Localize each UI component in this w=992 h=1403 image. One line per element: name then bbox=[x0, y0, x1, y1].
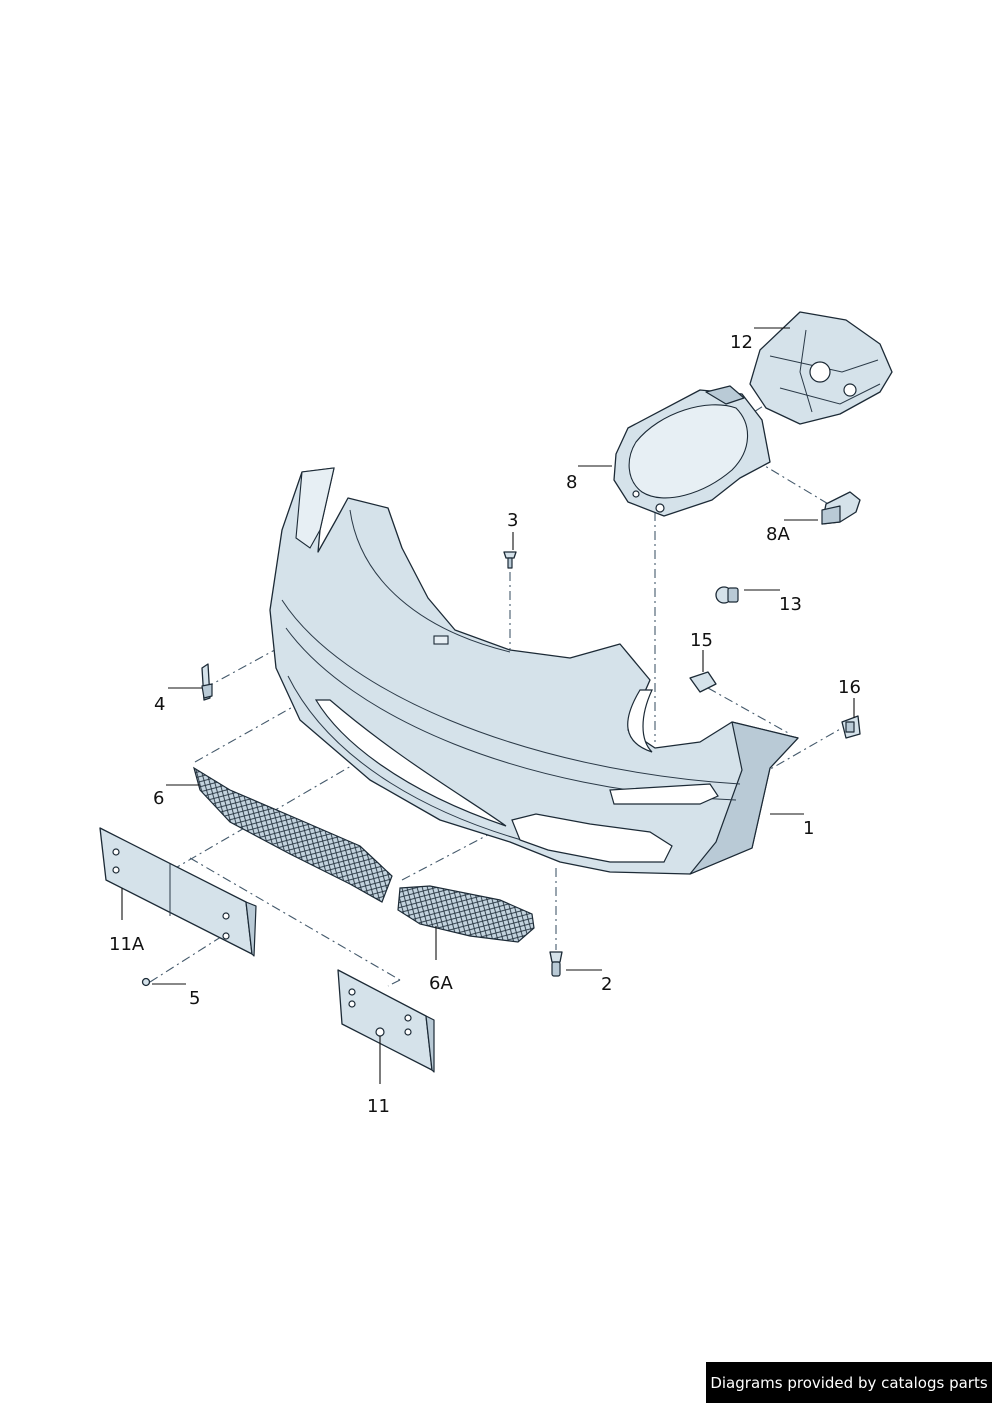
part-4-bracket bbox=[201, 663, 213, 701]
callout-6a: 6A bbox=[429, 973, 453, 994]
callout-12: 12 bbox=[730, 332, 753, 353]
callout-1: 1 bbox=[803, 818, 814, 839]
part-5-screw bbox=[141, 977, 151, 987]
callout-16: 16 bbox=[838, 677, 861, 698]
bumper-cover bbox=[269, 467, 799, 875]
callout-8a: 8A bbox=[766, 524, 790, 545]
callout-6: 6 bbox=[153, 788, 164, 809]
part-8a bbox=[821, 491, 861, 525]
part-6a-side-grille bbox=[397, 885, 535, 943]
callout-2: 2 bbox=[601, 974, 612, 995]
headlight-housing bbox=[613, 385, 771, 517]
headlight-bracket bbox=[749, 311, 893, 425]
part-15-nut bbox=[689, 671, 717, 693]
callout-15: 15 bbox=[690, 630, 713, 651]
footer-credit-text: Diagrams provided by catalogs parts bbox=[710, 1373, 988, 1392]
part-6-lower-grille bbox=[193, 766, 393, 903]
callout-3: 3 bbox=[507, 510, 518, 531]
callout-13: 13 bbox=[779, 594, 802, 615]
part-2-clip bbox=[549, 951, 563, 977]
callout-11: 11 bbox=[367, 1096, 390, 1117]
part-11-plate-bracket bbox=[337, 969, 435, 1073]
callout-labels: 1 2 3 4 5 6 6A 8 8A 11 11A 12 13 15 16 bbox=[109, 332, 861, 1117]
part-16-clip bbox=[841, 715, 861, 739]
callout-5: 5 bbox=[189, 988, 200, 1009]
callout-8: 8 bbox=[566, 472, 577, 493]
part-3-screw bbox=[503, 551, 517, 569]
callout-11a: 11A bbox=[109, 934, 145, 955]
leader-lines bbox=[121, 327, 855, 1084]
footer-credit-badge: Diagrams provided by catalogs parts bbox=[706, 1362, 992, 1403]
part-11a-plate-bracket bbox=[99, 827, 257, 957]
part-13-clip bbox=[715, 586, 739, 604]
callout-4: 4 bbox=[154, 694, 165, 715]
